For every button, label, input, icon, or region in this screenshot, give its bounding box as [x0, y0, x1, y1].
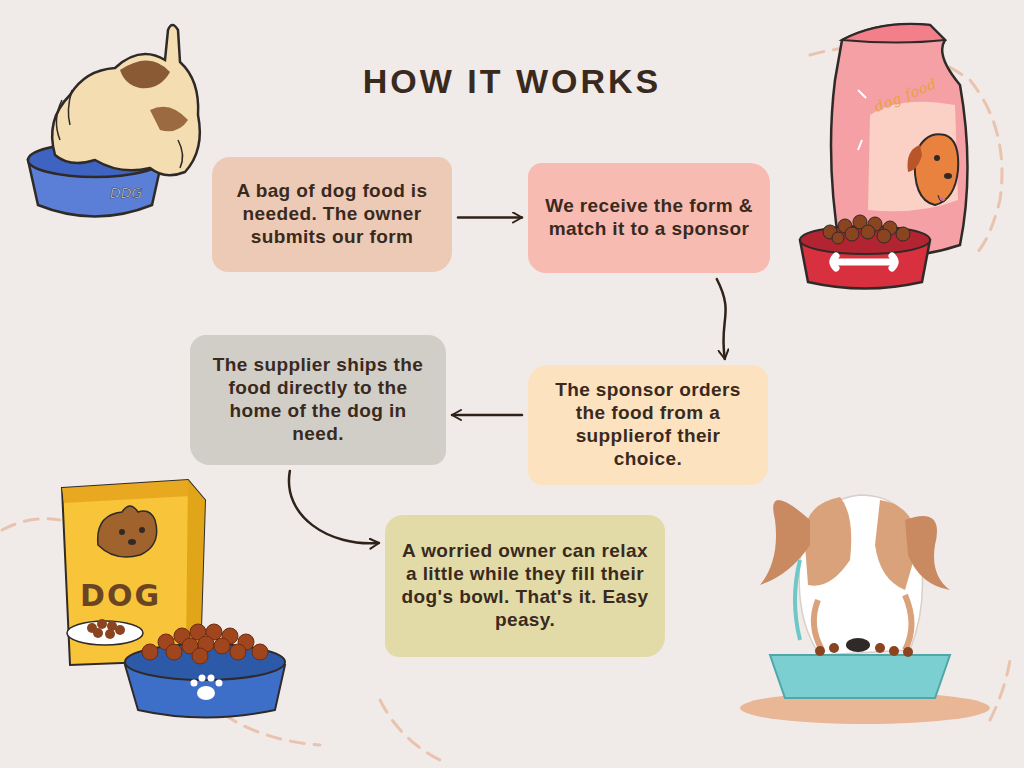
art-ellipse	[128, 539, 136, 545]
art-path	[831, 24, 968, 256]
art-path	[150, 107, 188, 132]
art-ellipse	[846, 638, 870, 652]
art-path	[2, 519, 60, 530]
art-circle	[142, 644, 158, 660]
art-path	[905, 516, 950, 590]
step-text-group: The sponsor orders the food from a suppl…	[542, 379, 754, 470]
step-text-group: A bag of dog food is needed. The owner s…	[226, 180, 438, 248]
art-ellipse	[800, 226, 930, 254]
art-path	[842, 24, 945, 43]
art-circle	[815, 646, 825, 656]
art-ellipse	[944, 173, 952, 179]
step-text-group: A worried owner can relax a little while…	[399, 540, 651, 631]
step-text: The sponsor orders the food from a suppl…	[542, 379, 754, 470]
art-circle	[199, 675, 206, 682]
art-path	[915, 134, 959, 205]
art-g	[823, 215, 910, 244]
art-circle	[208, 675, 215, 682]
art-path	[799, 495, 922, 655]
step-box: A bag of dog food is needed. The owner s…	[212, 157, 452, 272]
art-path	[908, 145, 923, 172]
art-circle	[97, 619, 107, 629]
art-path	[770, 655, 950, 698]
art-ellipse	[197, 686, 215, 700]
art-path	[795, 560, 800, 640]
art-path	[52, 25, 200, 175]
art-g	[142, 624, 268, 664]
art-path	[868, 102, 958, 212]
art-path	[804, 497, 851, 586]
step-text: We receive the form & match it to a spon…	[542, 195, 756, 241]
art-path	[62, 480, 205, 665]
flow-arrow	[289, 471, 379, 543]
dog-food-bag-top-right	[800, 24, 968, 289]
step-box: The sponsor orders the food from a suppl…	[528, 365, 768, 485]
art-circle	[829, 643, 839, 653]
step-box: The supplier ships the food directly to …	[190, 335, 446, 465]
step-text: A bag of dog food is needed. The owner s…	[226, 180, 438, 248]
art-circle	[889, 646, 899, 656]
art-path	[120, 60, 170, 88]
dog-eating-top-left: DDG	[28, 25, 200, 217]
step-text: A worried owner can relax a little while…	[399, 540, 651, 631]
art-circle	[216, 680, 223, 687]
art-circle	[115, 625, 125, 635]
flow-arrow	[458, 216, 522, 219]
art-circle	[903, 647, 913, 657]
page-title: HOW IT WORKS	[0, 62, 1024, 101]
art-circle	[875, 643, 885, 653]
art-circle	[105, 629, 115, 639]
art-path	[833, 256, 895, 268]
art-g	[87, 619, 125, 639]
step-box: We receive the form & match it to a spon…	[528, 163, 770, 273]
art-circle	[214, 638, 230, 654]
dog-food-bag-bottom-left	[62, 480, 285, 718]
art-circle	[230, 644, 246, 660]
bag-label: dog food	[872, 75, 939, 114]
dog-eating-bottom-right	[740, 495, 990, 724]
art-circle	[252, 644, 268, 660]
art-path	[760, 500, 810, 585]
art-circle	[191, 680, 198, 687]
art-circle	[896, 227, 910, 241]
step-box: A worried owner can relax a little while…	[385, 515, 665, 657]
flow-arrow	[717, 279, 726, 359]
art-circle	[845, 227, 859, 241]
art-circle	[166, 644, 182, 660]
art-path	[98, 506, 157, 557]
art-circle	[93, 628, 103, 638]
art-circle	[832, 232, 844, 244]
art-circle	[192, 648, 208, 664]
art-circle	[934, 155, 940, 161]
bag-label: DOG	[80, 578, 161, 613]
art-circle	[119, 529, 125, 535]
art-circle	[877, 229, 891, 243]
art-g	[191, 675, 223, 701]
art-path	[56, 90, 182, 168]
flow-arrow	[452, 414, 522, 417]
art-path	[858, 90, 866, 150]
art-circle	[861, 225, 875, 239]
art-text: DDG	[110, 185, 143, 201]
step-text-group: The supplier ships the food directly to …	[204, 354, 432, 445]
step-text-group: We receive the form & match it to a spon…	[542, 195, 756, 241]
art-path	[380, 700, 440, 760]
step-text: The supplier ships the food directly to …	[204, 354, 432, 445]
art-path	[938, 195, 946, 202]
art-path	[62, 480, 190, 503]
art-circle	[139, 527, 145, 533]
art-ellipse	[125, 644, 285, 680]
art-path	[990, 660, 1010, 720]
